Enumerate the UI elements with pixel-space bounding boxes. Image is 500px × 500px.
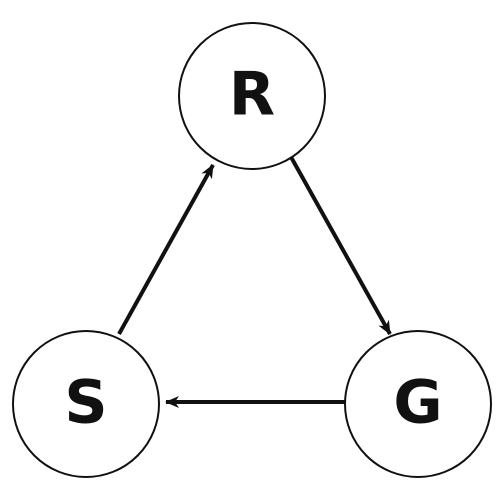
node-r-label: R	[229, 60, 275, 130]
node-r-circle	[178, 22, 326, 170]
node-s: S	[12, 330, 160, 478]
edge-r-to-g	[289, 156, 392, 335]
edge-s-to-r	[117, 164, 215, 335]
node-g-label: G	[393, 368, 442, 438]
node-g-circle	[344, 330, 492, 478]
node-r: R	[178, 22, 326, 170]
node-s-label: S	[64, 368, 107, 438]
node-g: G	[344, 330, 492, 478]
node-s-circle	[12, 330, 160, 478]
